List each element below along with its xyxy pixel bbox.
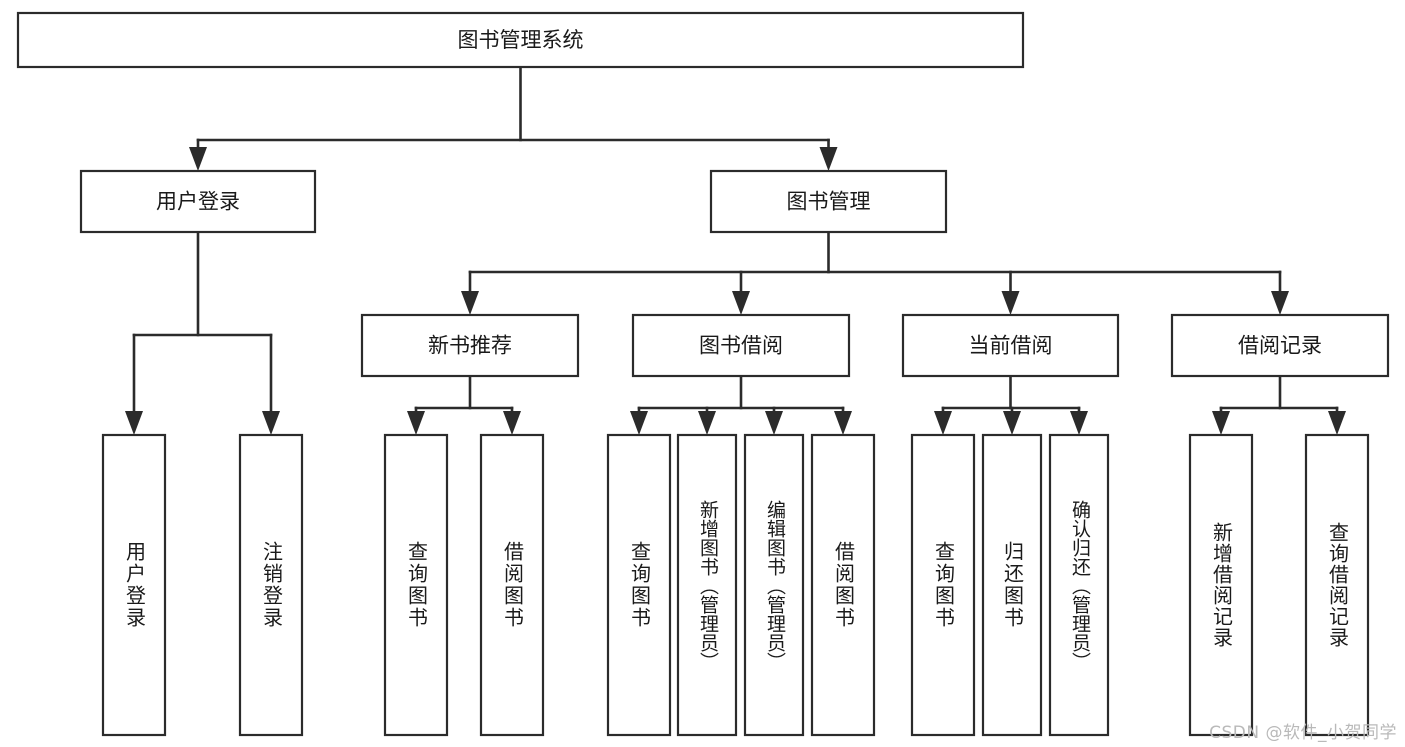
- arrow-head-icon: [461, 291, 479, 315]
- leaf-node-leaf-borrow-book-1[interactable]: [479, 433, 545, 737]
- leaf-node-leaf-borrow-book-2[interactable]: [810, 433, 876, 737]
- arrow-head-icon: [1070, 411, 1088, 435]
- node-label: 借阅记录: [1238, 334, 1322, 358]
- node-rect[interactable]: [606, 433, 672, 737]
- arrow-head-icon: [407, 411, 425, 435]
- node-rect[interactable]: [383, 433, 449, 737]
- leaf-node-leaf-query-book-2[interactable]: [606, 433, 672, 737]
- leaf-node-leaf-query-book-1[interactable]: [383, 433, 449, 737]
- arrow-head-icon: [1271, 291, 1289, 315]
- node-rect[interactable]: [709, 169, 948, 234]
- node-rect[interactable]: [360, 313, 580, 378]
- node-rect[interactable]: [79, 169, 317, 234]
- leaf-node-leaf-return-book[interactable]: [981, 433, 1043, 737]
- leaf-node-leaf-user-logout[interactable]: [238, 433, 304, 737]
- arrow-head-icon: [834, 411, 852, 435]
- arrow-head-icon: [732, 291, 750, 315]
- leaf-node-leaf-query-record[interactable]: [1304, 433, 1370, 737]
- leaf-node-leaf-user-login[interactable]: [101, 433, 167, 737]
- node-rect[interactable]: [901, 313, 1120, 378]
- arrow-head-icon: [1212, 411, 1230, 435]
- leaf-node-leaf-edit-book[interactable]: [743, 433, 805, 737]
- arrow-head-icon: [819, 147, 838, 171]
- arrow-head-icon: [698, 411, 716, 435]
- arrow-head-icon: [189, 147, 207, 171]
- node-rect[interactable]: [16, 11, 1025, 69]
- node-label: 当前借阅: [969, 334, 1053, 358]
- node-rect[interactable]: [1170, 313, 1390, 378]
- node-rect[interactable]: [101, 433, 167, 737]
- node-label: 图书借阅: [699, 334, 783, 358]
- arrow-head-icon: [765, 411, 783, 435]
- leaf-node-leaf-query-book-3[interactable]: [910, 433, 976, 737]
- arrow-head-icon: [125, 411, 143, 435]
- node-rect[interactable]: [910, 433, 976, 737]
- node-rect[interactable]: [631, 313, 851, 378]
- node-rect[interactable]: [238, 433, 304, 737]
- arrow-head-icon: [934, 411, 952, 435]
- node-label: 图书管理: [787, 190, 871, 214]
- watermark-text: CSDN @软件_小贺同学: [1209, 723, 1397, 743]
- node-book-borrow[interactable]: 图书借阅: [631, 313, 851, 378]
- arrow-head-icon: [262, 411, 280, 435]
- node-rect[interactable]: [810, 433, 876, 737]
- arrow-head-icon: [630, 411, 648, 435]
- node-borrow-record[interactable]: 借阅记录: [1170, 313, 1390, 378]
- node-label: 用户登录: [156, 190, 240, 214]
- connectors-layer: [125, 65, 1346, 435]
- node-rect[interactable]: [1304, 433, 1370, 737]
- arrow-head-icon: [1328, 411, 1346, 435]
- node-rect[interactable]: [1048, 433, 1110, 737]
- arrow-head-icon: [1003, 411, 1021, 435]
- node-rect[interactable]: [743, 433, 805, 737]
- node-label: 图书管理系统: [458, 28, 584, 52]
- node-rect[interactable]: [1188, 433, 1254, 737]
- node-label: 新书推荐: [428, 334, 512, 358]
- leaf-node-leaf-add-book[interactable]: [676, 433, 738, 737]
- arrow-head-icon: [503, 411, 521, 435]
- node-rect[interactable]: [479, 433, 545, 737]
- node-rect[interactable]: [676, 433, 738, 737]
- node-root[interactable]: 图书管理系统: [16, 11, 1025, 69]
- leaf-node-leaf-add-record[interactable]: [1188, 433, 1254, 737]
- leaf-node-leaf-confirm-return[interactable]: [1048, 433, 1110, 737]
- node-current-borrow[interactable]: 当前借阅: [901, 313, 1120, 378]
- node-user-login[interactable]: 用户登录: [79, 169, 317, 234]
- node-book-management[interactable]: 图书管理: [709, 169, 948, 234]
- node-rect[interactable]: [981, 433, 1043, 737]
- node-new-book-recommend[interactable]: 新书推荐: [360, 313, 580, 378]
- arrow-head-icon: [1001, 291, 1020, 315]
